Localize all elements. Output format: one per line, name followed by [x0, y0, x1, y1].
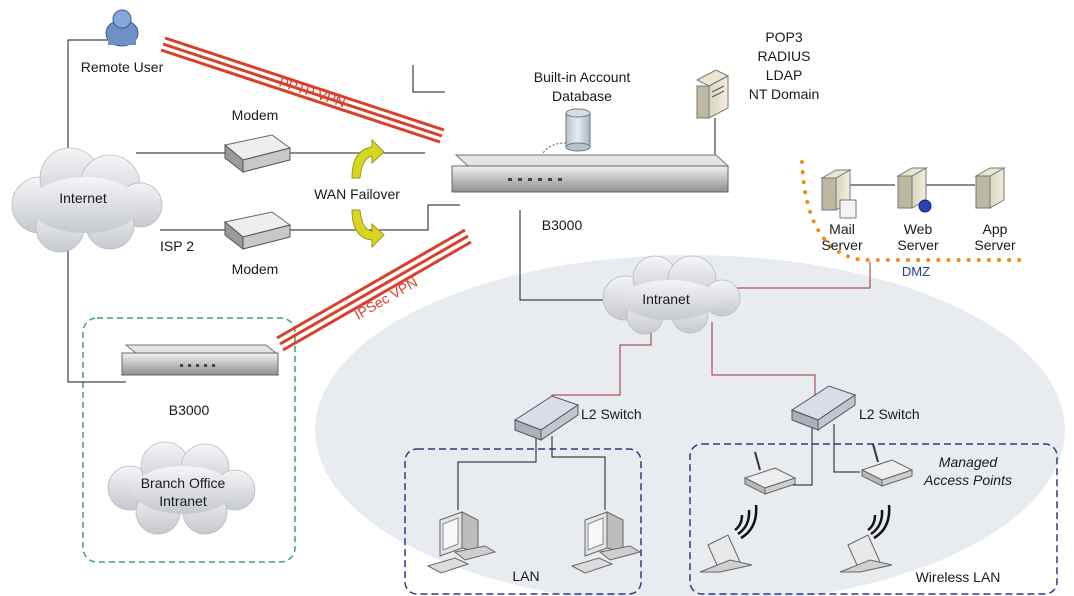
b3000-branch-device — [121, 344, 279, 376]
branch-office-box — [82, 317, 296, 563]
pc-1-icon — [426, 511, 497, 574]
l2-switch-left-label: L2 Switch — [581, 406, 642, 422]
mail-server-label-2: Server — [821, 237, 863, 253]
web-server-icon — [896, 167, 932, 213]
database-icon — [565, 108, 591, 152]
built-in-db-label-2: Database — [552, 88, 612, 104]
mail-server-icon — [820, 169, 857, 219]
wan-failover-arrows-icon — [351, 138, 385, 249]
lan-label: LAN — [512, 568, 539, 584]
auth-server-icon — [695, 69, 730, 119]
wan-failover-label: WAN Failover — [314, 186, 400, 202]
dmz-label: DMZ — [902, 264, 930, 279]
internet-label: Internet — [59, 190, 107, 206]
auth-ntdomain-label: NT Domain — [749, 86, 820, 102]
wifi-1-icon — [734, 504, 758, 540]
built-in-db-label-1: Built-in Account — [534, 69, 631, 85]
web-server-label-2: Server — [897, 237, 939, 253]
b3000-branch-label: B3000 — [169, 402, 210, 418]
modem-bottom-device — [223, 211, 292, 251]
access-point-2-icon — [860, 443, 914, 487]
internet-cloud — [11, 147, 163, 253]
auth-pop3-label: POP3 — [765, 29, 803, 45]
access-point-1-icon — [743, 451, 797, 495]
web-server-label-1: Web — [904, 221, 933, 237]
branch-office-label-2: Intranet — [159, 493, 207, 509]
pc-2-icon — [570, 511, 642, 574]
l2-switch-right-icon — [790, 385, 857, 431]
modem-top-label: Modem — [232, 107, 279, 123]
b3000-main-device — [451, 154, 730, 193]
dmz-boundary — [800, 160, 1028, 262]
pptp-vpn-label: PPTP VPN — [277, 74, 348, 111]
user-icon — [105, 9, 139, 47]
isp2-label: ISP 2 — [160, 238, 194, 254]
managed-ap-label-1: Managed — [939, 454, 999, 470]
wireless-lan-label: Wireless LAN — [916, 569, 1001, 585]
managed-ap-label-2: Access Points — [923, 472, 1012, 488]
modem-top-device — [223, 134, 292, 174]
remote-user-label: Remote User — [81, 59, 164, 75]
l2-switch-right-label: L2 Switch — [859, 406, 920, 422]
intranet-area — [315, 255, 1065, 596]
b3000-main-label: B3000 — [542, 217, 583, 233]
laptop-1-icon — [699, 534, 753, 573]
intranet-label: Intranet — [642, 291, 690, 307]
laptop-2-icon — [839, 534, 893, 573]
auth-ldap-label: LDAP — [766, 67, 803, 83]
modem-bottom-label: Modem — [232, 261, 279, 277]
app-server-label-2: Server — [974, 237, 1016, 253]
mail-server-label-1: Mail — [829, 221, 855, 237]
intranet-cloud — [602, 255, 741, 335]
wifi-2-icon — [867, 504, 891, 540]
pptp-vpn-tunnel — [160, 36, 445, 144]
ipsec-vpn-tunnel — [276, 228, 472, 352]
branch-office-label-1: Branch Office — [141, 475, 226, 491]
l2-switch-left-icon — [513, 395, 580, 441]
lan-box — [404, 448, 642, 595]
app-server-label-1: App — [983, 221, 1008, 237]
auth-radius-label: RADIUS — [758, 48, 811, 64]
app-server-icon — [974, 167, 1006, 209]
branch-office-cloud — [107, 441, 256, 535]
